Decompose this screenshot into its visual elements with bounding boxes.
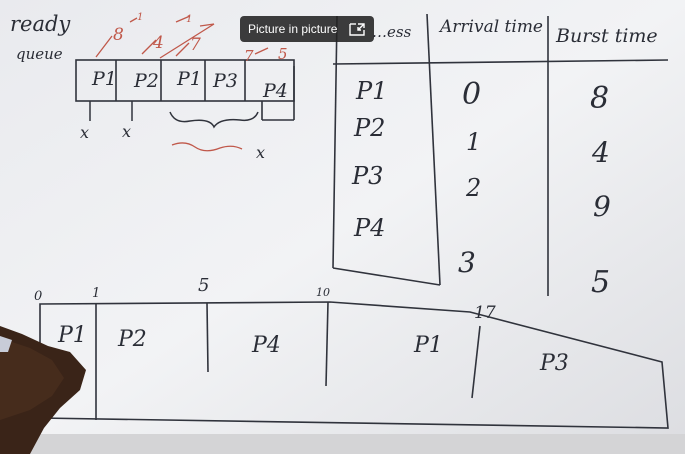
gantt-time-1: 1	[92, 286, 100, 301]
cross-mark-1: x	[80, 123, 89, 142]
gantt-block-2: P2	[117, 327, 147, 352]
remaining-annotation-5: 5	[278, 45, 288, 63]
cross-mark-2: x	[122, 122, 131, 141]
remaining-annotation-4: 7	[244, 47, 254, 65]
gantt-time-0: 0	[34, 289, 42, 304]
table-row-4-burst: 5	[591, 265, 610, 300]
picture-in-picture-label: Picture in picture	[248, 22, 338, 36]
gantt-time-4: 17	[474, 303, 496, 323]
gantt-time-2: 5	[198, 275, 209, 296]
table-row-3-arrival: 2	[465, 174, 481, 202]
cross-mark-3: x	[256, 143, 265, 162]
process-table-lines	[332, 13, 669, 296]
table-row-1-burst: 8	[590, 81, 609, 116]
ready-queue-item-1: P1	[91, 68, 117, 90]
remaining-annotation-1: 8	[113, 25, 124, 45]
table-header-process: …ess	[372, 23, 412, 41]
picture-in-picture-icon	[348, 22, 366, 36]
remaining-small-2: 1	[186, 14, 192, 25]
table-row-2-burst: 4	[591, 136, 610, 169]
remaining-small-1: 1	[137, 12, 143, 23]
table-row-4-arrival: 3	[458, 246, 476, 279]
red-strike-marks	[95, 15, 269, 152]
table-row-2-process: P2	[353, 114, 385, 142]
ready-queue-item-2: P2	[133, 70, 159, 92]
table-row-1-process: P1	[355, 77, 387, 105]
table-row-3-process: P3	[351, 162, 383, 190]
table-row-1-arrival: 0	[462, 77, 481, 112]
ready-queue-title-line2: queue	[16, 45, 63, 63]
gantt-block-4: P1	[413, 333, 443, 358]
gantt-block-1: P1	[57, 323, 87, 348]
gantt-block-5: P3	[539, 351, 569, 376]
remaining-annotation-3: 7	[190, 35, 201, 55]
ready-queue-item-3: P1	[176, 68, 202, 90]
gantt-block-3: P4	[251, 333, 281, 358]
table-header-arrival: Arrival time	[438, 17, 543, 37]
gantt-time-3: 10	[316, 286, 330, 299]
remaining-annotation-2: 4	[152, 33, 164, 53]
table-row-3-burst: 9	[593, 190, 611, 223]
ready-queue-title-line1: ready	[10, 12, 71, 36]
dequeue-marks	[89, 101, 259, 129]
table-row-2-arrival: 1	[466, 128, 481, 156]
table-header-burst: Burst time	[555, 25, 658, 47]
ready-queue-boxes	[75, 59, 295, 121]
ready-queue-item-4: P3	[212, 70, 238, 92]
ready-queue-item-5: P4	[262, 80, 288, 102]
table-row-4-process: P4	[353, 214, 385, 242]
picture-in-picture-button[interactable]: Picture in picture	[240, 16, 374, 42]
